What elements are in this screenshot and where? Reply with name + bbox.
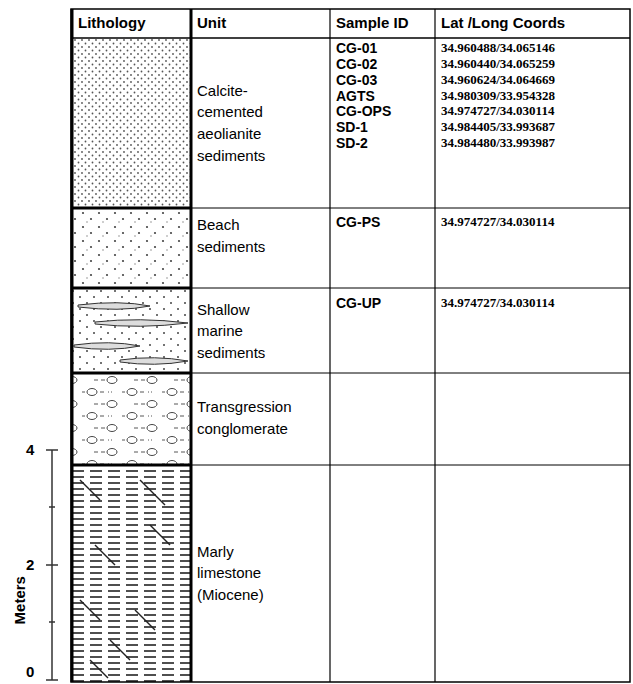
unit-name: Marly limestone (Miocene) [197, 541, 285, 606]
sample-id: SD-2 [336, 136, 368, 151]
sample-id: CG-03 [336, 73, 377, 88]
coordinates: 34.984405/33.993687 [441, 120, 555, 134]
sample-id: CG-02 [336, 57, 377, 72]
coordinates: 34.984480/33.993987 [441, 136, 555, 150]
unit-name: Shallow marine sediments [197, 299, 292, 364]
sample-id: CG-01 [336, 41, 377, 56]
sample-id: CG-UP [336, 296, 381, 311]
coordinates: 34.980309/33.954328 [441, 89, 555, 103]
sample-id: CG-OPS [336, 104, 391, 119]
axis-title: Meters [12, 576, 29, 624]
axis-tick-label: 2 [26, 557, 34, 574]
axis-tick-label: 0 [26, 664, 34, 681]
sample-id: AGTS [336, 89, 375, 104]
axis-tick-label: 4 [26, 442, 34, 459]
unit-name: Beach sediments [197, 214, 292, 258]
coordinates: 34.974727/34.030114 [441, 215, 554, 229]
coordinates: 34.974727/34.030114 [441, 296, 554, 310]
sample-id: CG-PS [336, 215, 380, 230]
unit-name: Calcite- cemented aeolianite sediments [197, 80, 297, 167]
coordinates: 34.974727/34.030114 [441, 104, 554, 118]
coordinates: 34.960488/34.065146 [441, 41, 555, 55]
coordinates: 34.960440/34.065259 [441, 57, 555, 71]
column-header: Sample ID [336, 15, 409, 32]
column-header: Unit [197, 15, 226, 32]
column-header: Lat /Long Coords [441, 15, 565, 32]
coordinates: 34.960624/34.064669 [441, 73, 555, 87]
column-header: Lithology [78, 15, 146, 32]
sample-id: SD-1 [336, 120, 368, 135]
unit-name: Transgression conglomerate [197, 396, 309, 440]
